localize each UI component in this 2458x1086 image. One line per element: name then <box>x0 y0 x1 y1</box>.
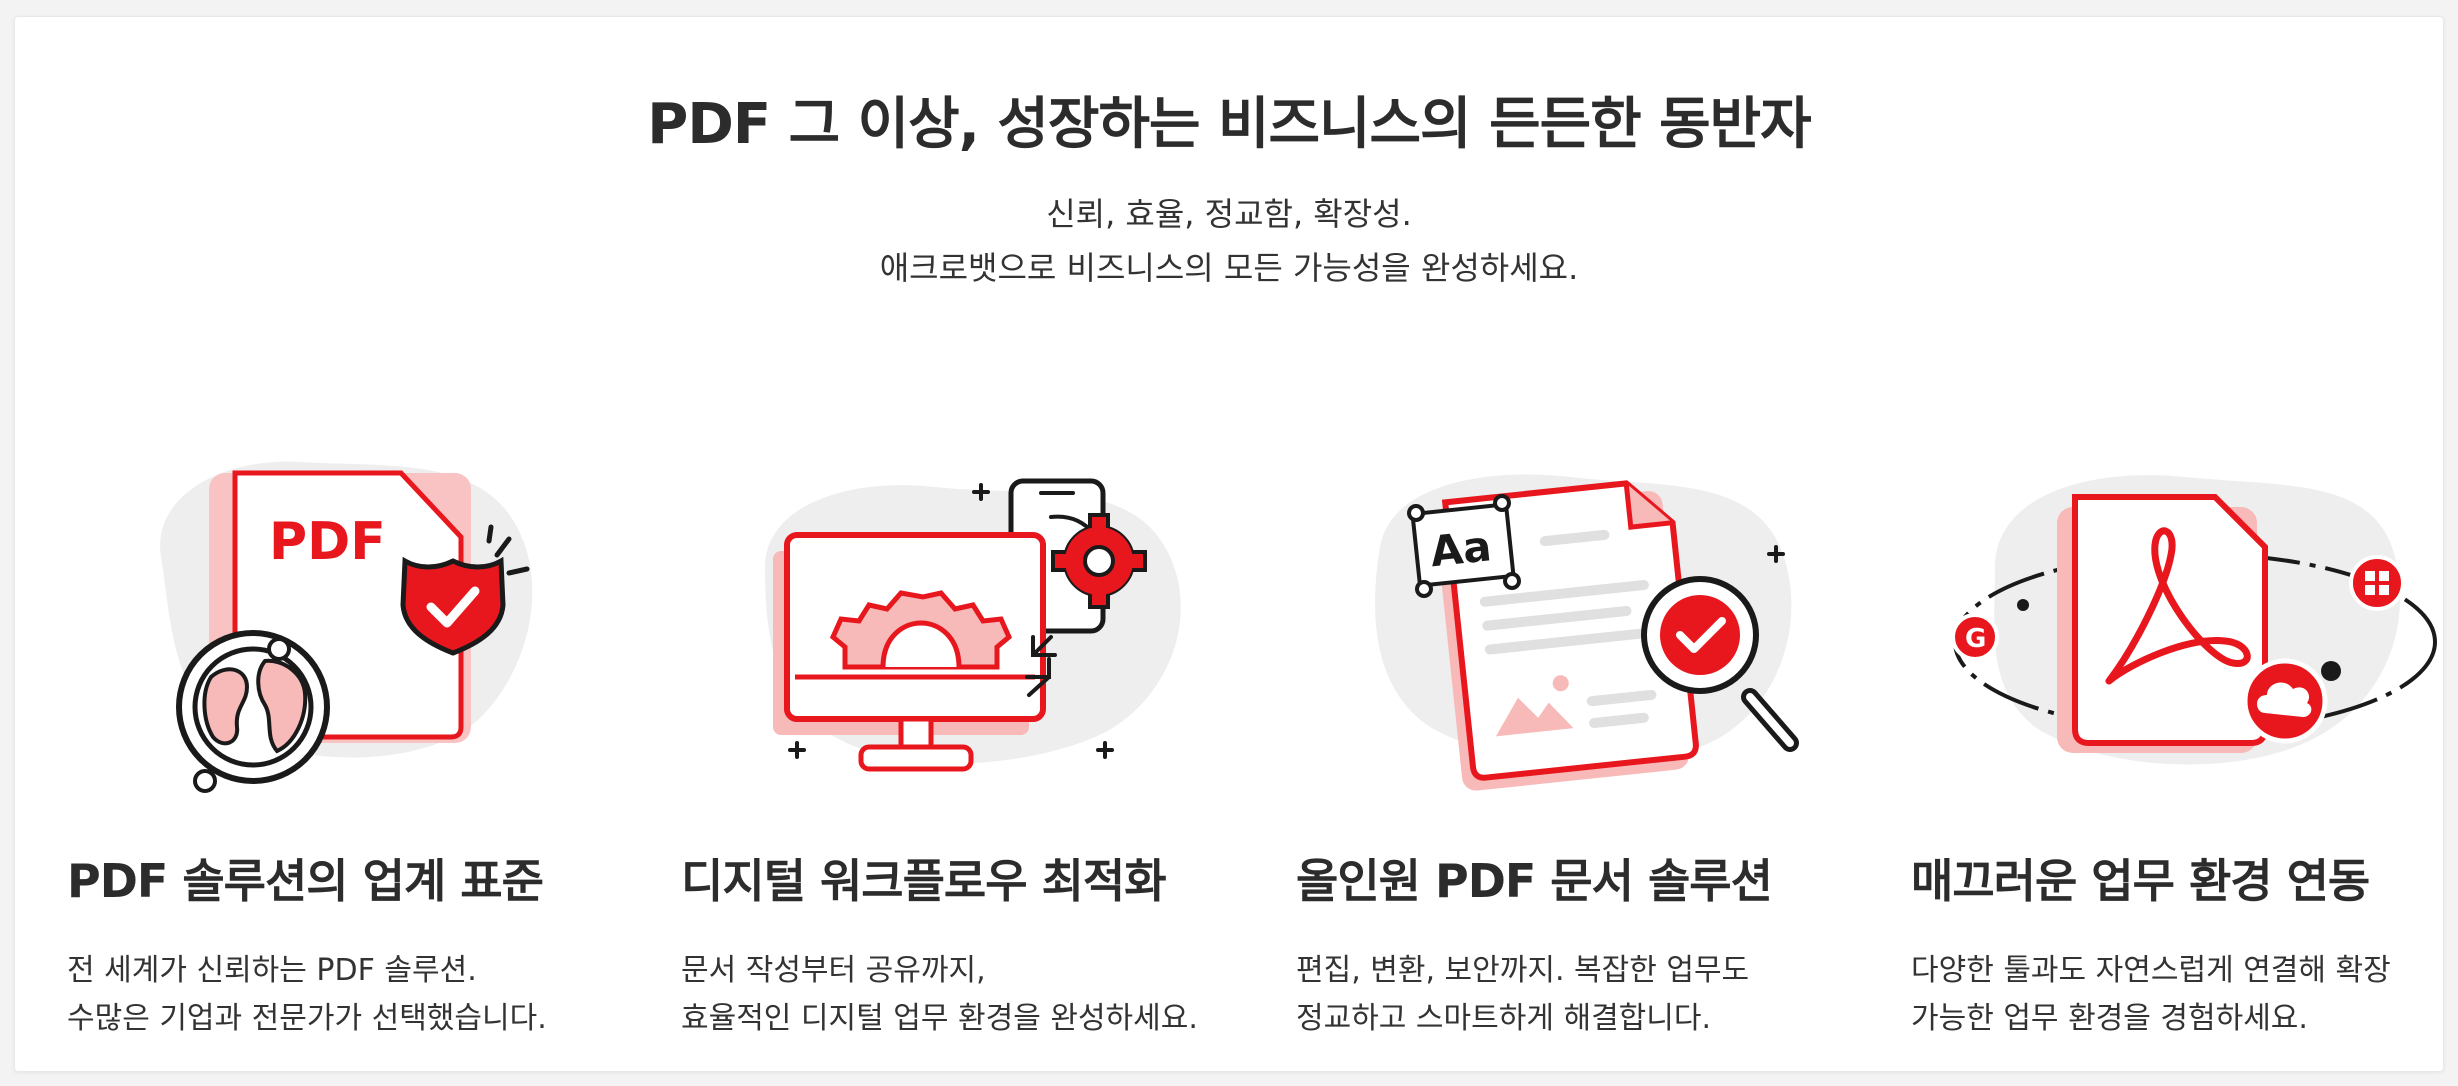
feature-desc-line1: 편집, 변환, 보안까지. 복잡한 업무도 <box>1296 953 1750 988</box>
feature-desc-line1: 전 세계가 신뢰하는 PDF 솔루션. <box>67 953 477 988</box>
feature-title: PDF 솔루션의 업계 표준 <box>67 854 544 908</box>
digital-workflow-illustration <box>665 437 1265 797</box>
section-title: PDF 그 이상, 성장하는 비즈니스의 든든한 동반자 <box>647 92 1811 157</box>
feature-card-digital-workflow: 디지털 워크플로우 최적화 문서 작성부터 공유까지, 효율적인 디지털 업무 … <box>665 437 1265 1037</box>
feature-desc-line2: 정교하고 스마트하게 해결합니다. <box>1296 1001 1712 1036</box>
integration-illustration: G <box>1895 437 2458 797</box>
feature-desc-line2: 수많은 기업과 전문가가 선택했습니다. <box>67 1001 547 1036</box>
feature-card-integration: G 매끄러운 업무 환경 연동 다양한 툴과도 자연스럽게 연결해 확장 가능한… <box>1895 437 2458 1037</box>
features-section: PDF 그 이상, 성장하는 비즈니스의 든든한 동반자 신뢰, 효율, 정교함… <box>14 16 2444 1072</box>
feature-title: 디지털 워크플로우 최적화 <box>681 854 1167 908</box>
feature-title: 매끄러운 업무 환경 연동 <box>1911 854 2370 908</box>
pdf-standard-illustration: PDF <box>51 437 651 797</box>
feature-desc-line2: 가능한 업무 환경을 경험하세요. <box>1911 1001 2308 1036</box>
feature-title: 올인원 PDF 문서 솔루션 <box>1296 854 1773 908</box>
feature-card-all-in-one: Aa 올인원 PDF 문서 솔루션 편집, 변환, 보안까지. 복잡한 업무도 … <box>1280 437 1880 1037</box>
section-subtitle-line1: 신뢰, 효율, 정교함, 확장성. <box>1046 195 1412 233</box>
feature-card-pdf-standard: PDF PDF 솔루션의 업계 표준 전 세계가 신뢰하는 PDF 솔루션. 수… <box>51 437 651 1037</box>
section-subtitle-line2: 애크로뱃으로 비즈니스의 모든 가능성을 완성하세요. <box>879 249 1579 287</box>
feature-desc-line1: 문서 작성부터 공유까지, <box>681 953 986 988</box>
feature-desc-line2: 효율적인 디지털 업무 환경을 완성하세요. <box>681 1001 1198 1036</box>
all-in-one-document-illustration: Aa <box>1280 437 1880 797</box>
feature-desc-line1: 다양한 툴과도 자연스럽게 연결해 확장 <box>1911 953 2391 988</box>
text-format-badge: Aa <box>1428 521 1494 576</box>
pdf-label: PDF <box>269 512 386 572</box>
svg-text:G: G <box>1965 624 1986 654</box>
